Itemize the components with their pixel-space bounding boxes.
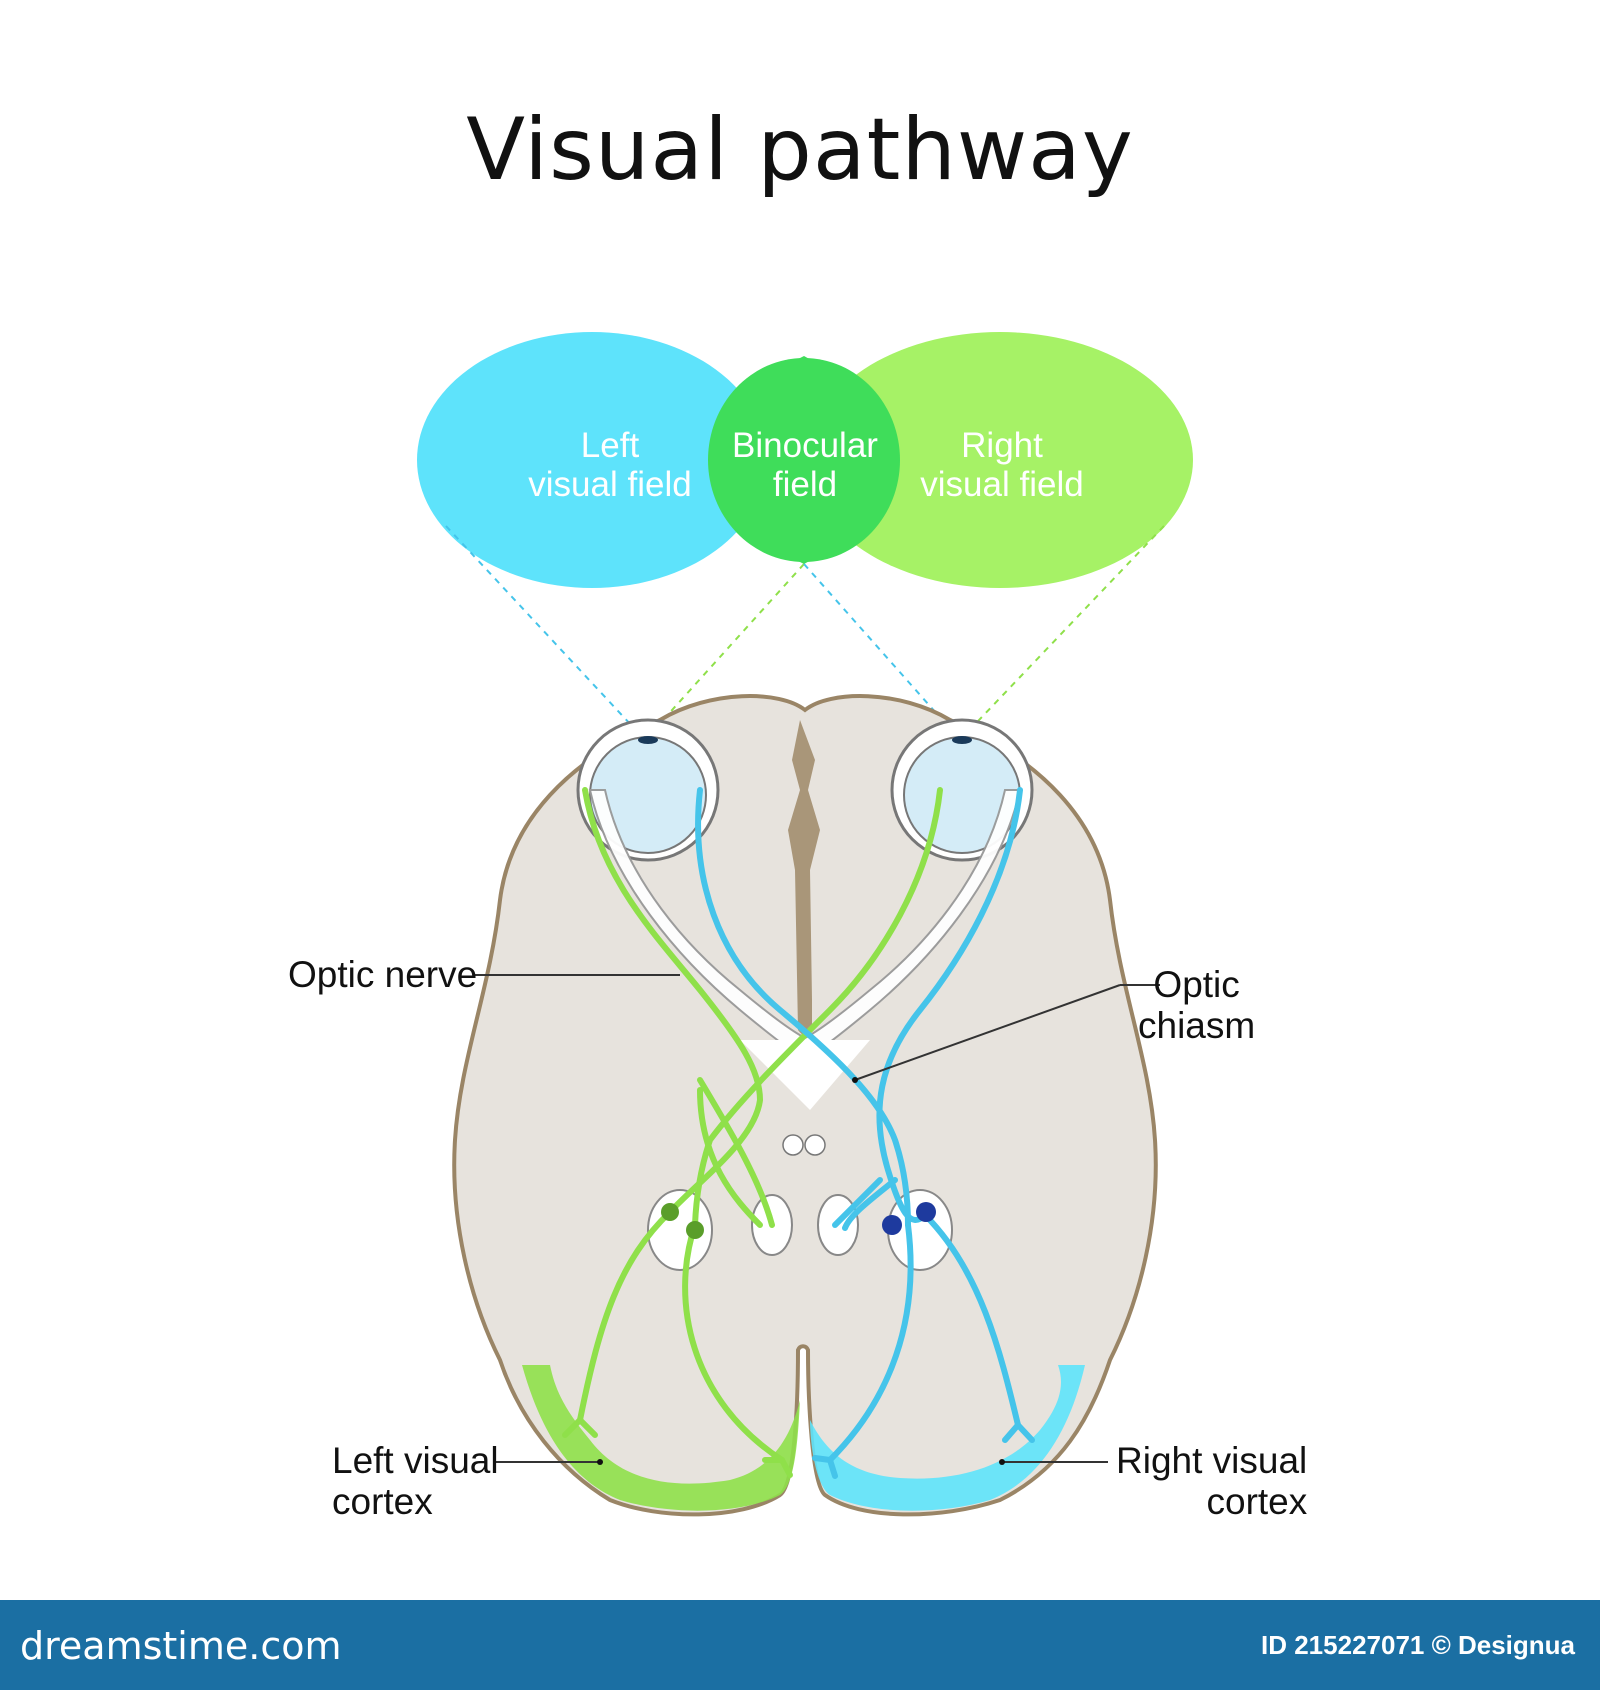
longitudinal-fissure (788, 720, 820, 1035)
blue-pathways (695, 787, 1035, 1479)
green-pathways (562, 787, 943, 1478)
visual-pathway-diagram (417, 332, 1193, 1517)
mammillary-body (804, 1134, 826, 1156)
left-visual-field (417, 332, 767, 588)
mammillary-body (782, 1134, 804, 1156)
left-visual-field-label: Left visual field (528, 426, 692, 504)
right-visual-cortex-label: Right visual cortex (1116, 1440, 1308, 1522)
right-visual-field (807, 332, 1193, 588)
right-visual-cortex-region (810, 1365, 1085, 1511)
left-visual-cortex-region (522, 1365, 800, 1511)
right-visual-field-label: Right visual field (920, 426, 1084, 504)
leader-lines (474, 974, 1160, 1463)
binocular-overlap (708, 358, 900, 562)
image-credit: ID 215227071 © Designua (1261, 1630, 1575, 1660)
footer-bar: dreamstime.com ID 215227071 © Designua (0, 1600, 1600, 1690)
binocular-field-label: Binocular field (732, 426, 878, 504)
brand-logo[interactable]: dreamstime.com (20, 1624, 342, 1668)
left-visual-cortex-label: Left visual cortex (332, 1440, 499, 1522)
optic-chiasm-label: Optic chiasm (1138, 964, 1256, 1046)
optic-nerve-label: Optic nerve (288, 954, 478, 995)
diagram-title: Visual pathway (466, 100, 1134, 200)
